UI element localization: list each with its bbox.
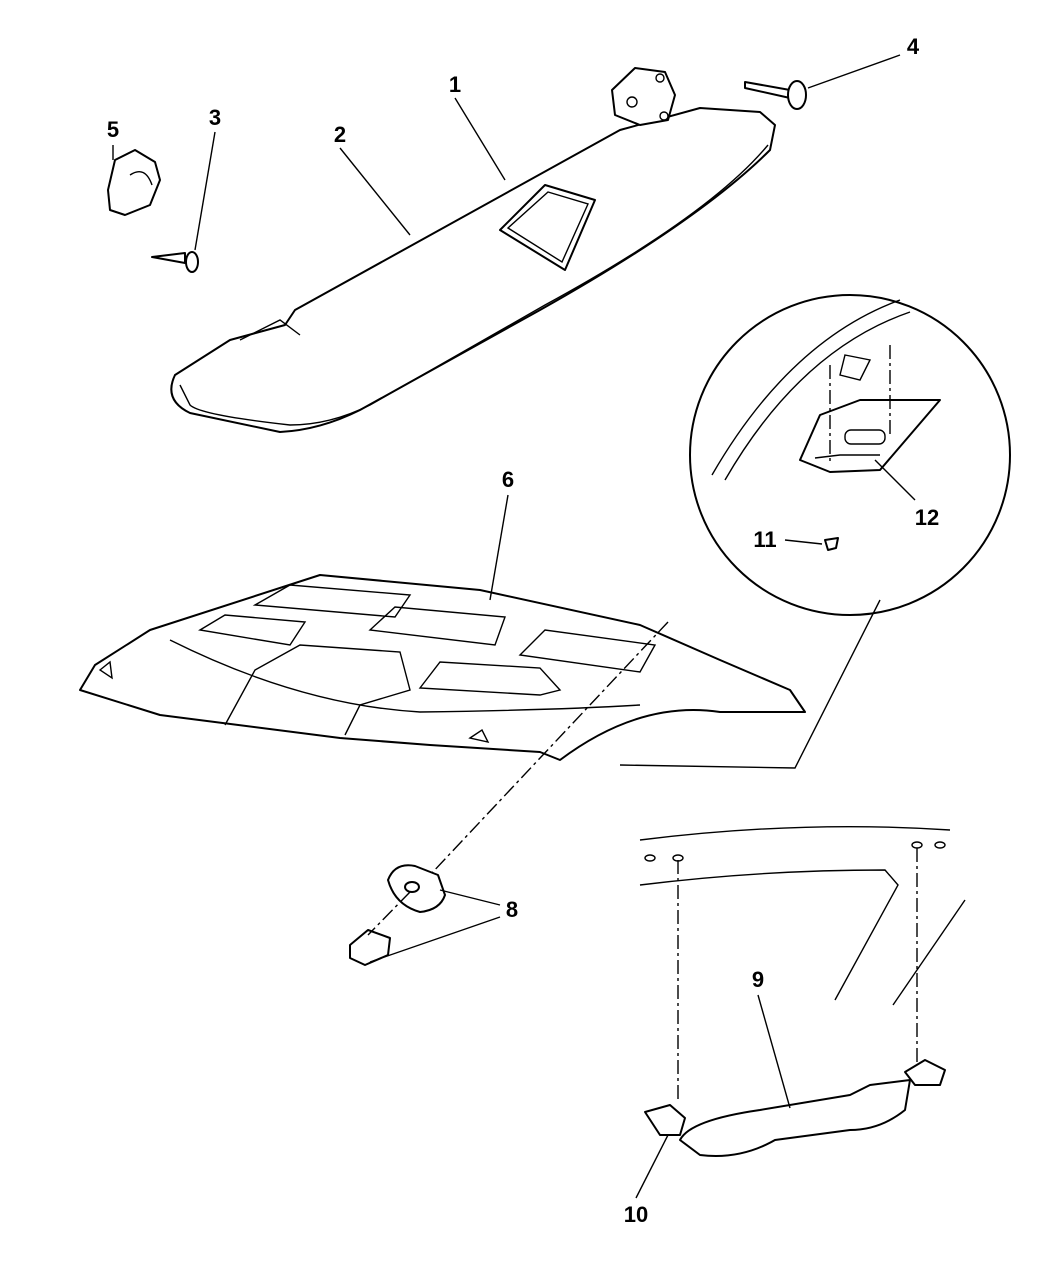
leader-3 <box>194 131 216 251</box>
callout-3: 3 <box>208 105 222 130</box>
leader-8b <box>369 916 501 963</box>
callout-2: 2 <box>333 122 347 147</box>
leader-6 <box>489 494 509 601</box>
callout-5: 5 <box>106 117 120 142</box>
centerline <box>429 621 669 876</box>
leader-1 <box>454 97 506 181</box>
callout-12: 12 <box>914 505 940 530</box>
callout-10: 10 <box>623 1202 649 1227</box>
detail-circle <box>689 294 1011 616</box>
leader-11 <box>784 539 823 545</box>
screw-4 <box>744 80 807 110</box>
centerline-8 <box>367 891 411 936</box>
leader-8a <box>439 889 501 906</box>
callout-8: 8 <box>505 897 519 922</box>
leader-12 <box>874 459 916 501</box>
clip-5 <box>107 149 161 216</box>
leader-2 <box>339 147 411 236</box>
callout-9: 9 <box>751 967 765 992</box>
callout-6: 6 <box>501 467 515 492</box>
screw-3 <box>151 251 199 273</box>
dome-lamp <box>349 864 446 966</box>
leader-4 <box>807 54 901 89</box>
assist-handle <box>639 825 966 1157</box>
callout-4: 4 <box>906 34 920 59</box>
callout-11: 11 <box>753 527 777 552</box>
headliner <box>79 574 881 769</box>
sun-visor <box>170 67 776 433</box>
leader-10 <box>635 1134 669 1199</box>
leader-9 <box>757 994 791 1109</box>
callout-1: 1 <box>448 72 462 97</box>
